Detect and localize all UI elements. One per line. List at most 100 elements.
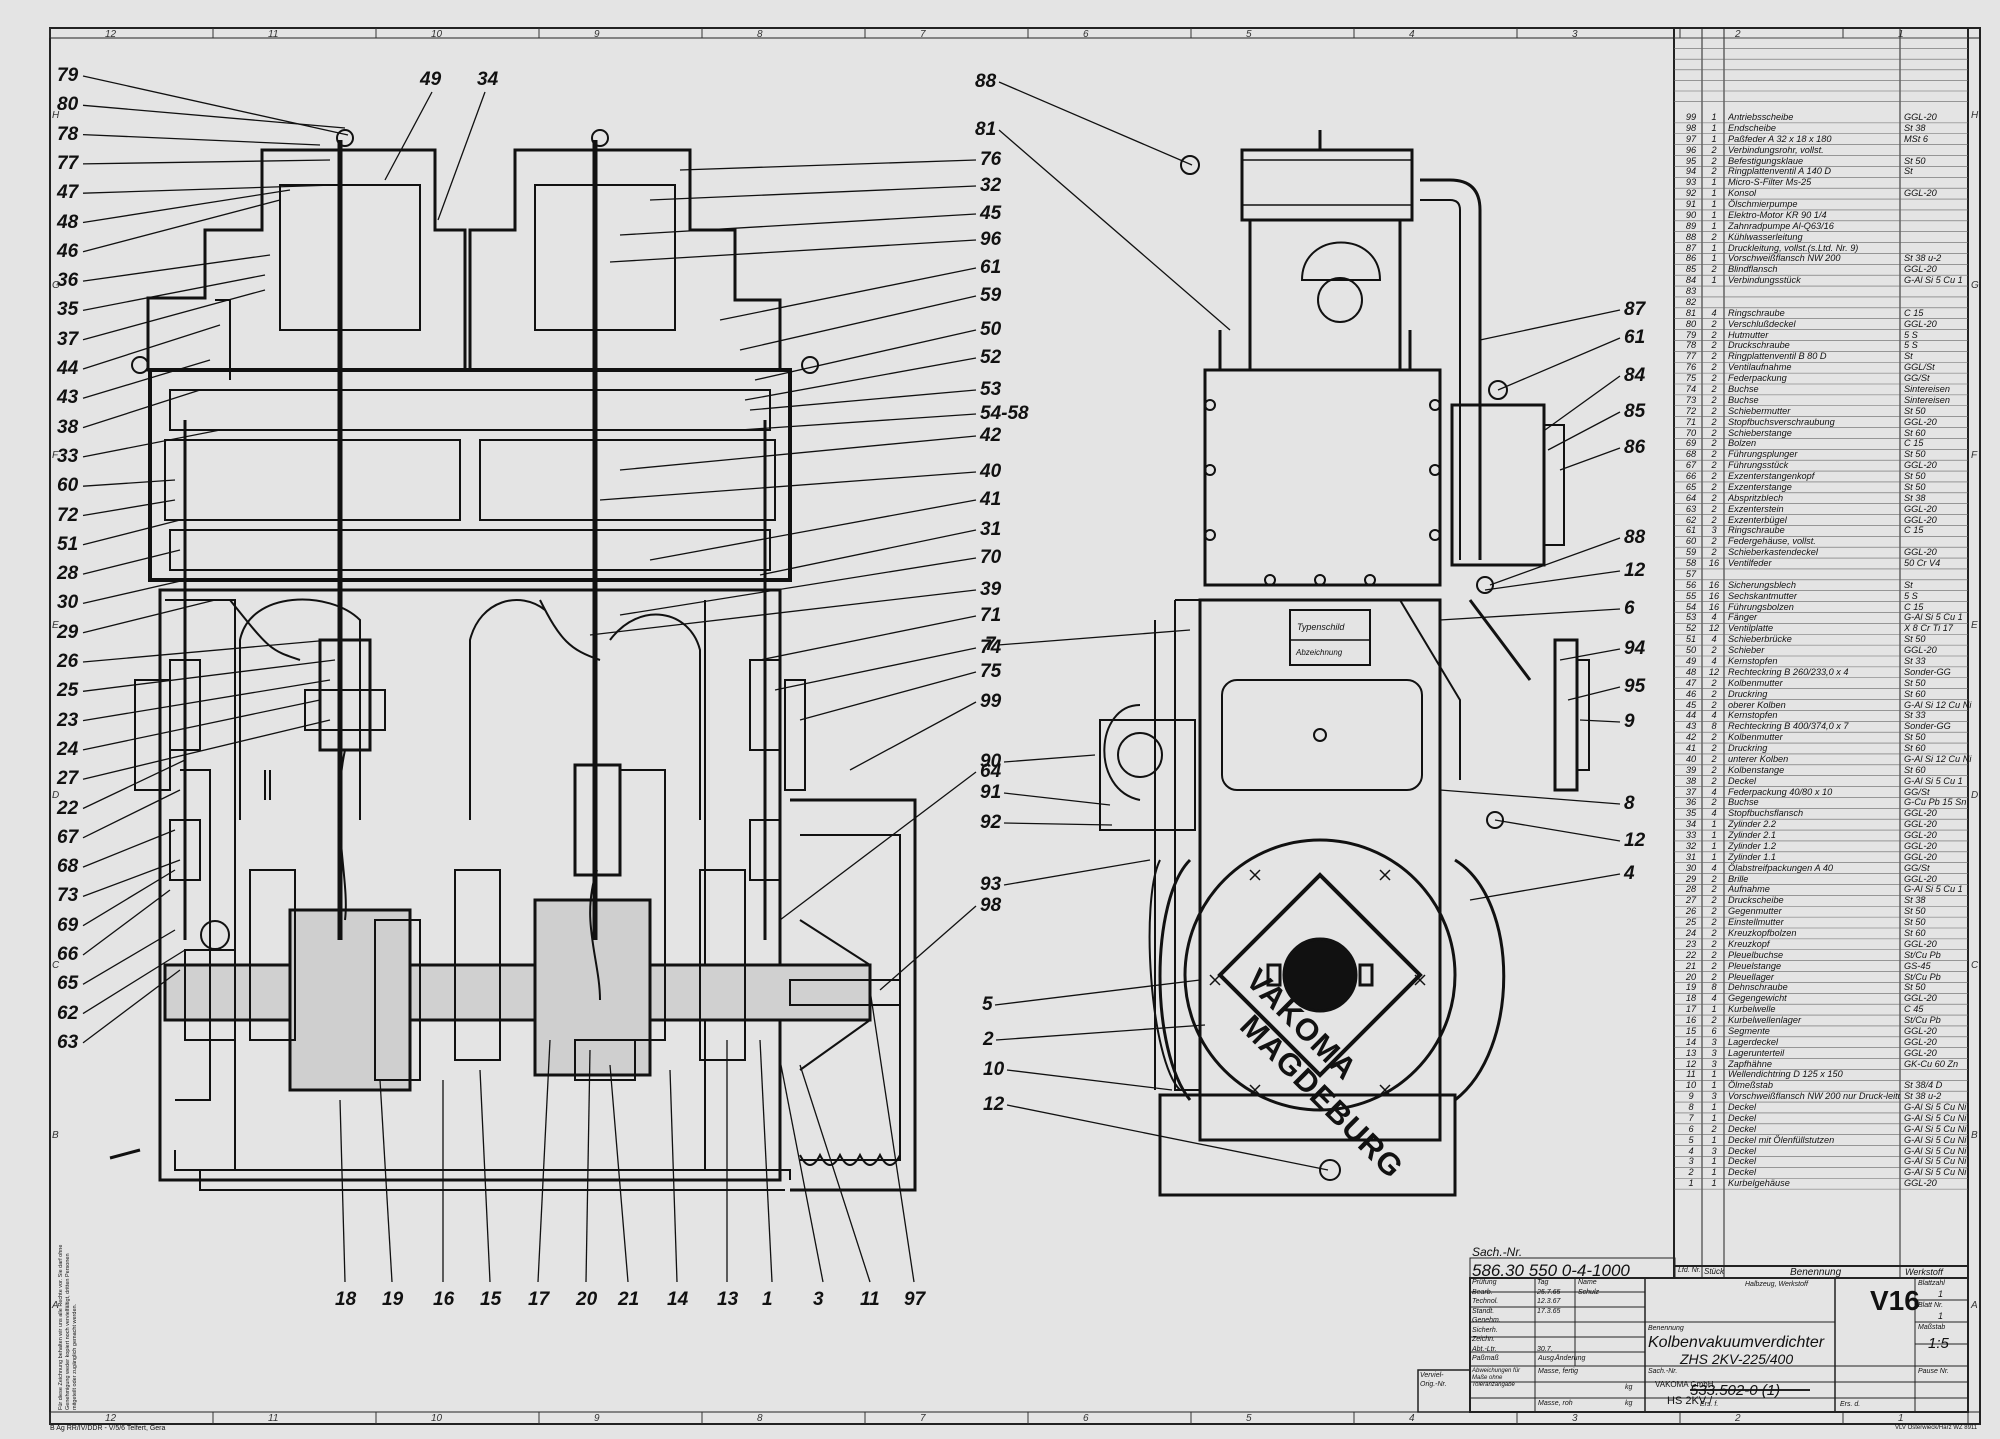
part-pos: 70 [1685, 427, 1697, 438]
grid-col-bottom-8: 8 [757, 1413, 763, 1424]
parts-header-pos: Lfd. Nr. [1678, 1267, 1701, 1274]
part-name: Führungsplunger [1728, 449, 1798, 460]
part-pos: 57 [1685, 568, 1697, 579]
part-pos: 11 [1686, 1069, 1696, 1080]
callout-48: 48 [57, 211, 79, 233]
part-qty: 16 [1708, 579, 1720, 590]
part-qty: 3 [1711, 1145, 1717, 1156]
crossed-number: 533.502-0 (1) [1690, 1382, 1781, 1399]
part-pos: 32 [1685, 840, 1697, 851]
part-name: Sechskantmutter [1728, 590, 1797, 601]
part-material: G-Al Si 12 Cu Ni [1904, 753, 1972, 764]
part-name: Führungsbolzen [1728, 601, 1794, 612]
part-qty: 1 [1711, 1112, 1717, 1123]
part-material: St 38 [1904, 122, 1926, 133]
part-material: St 33 [1904, 710, 1926, 721]
scale-value: 1:5 [1928, 1335, 1949, 1352]
callout-side-r-4: 4 [1624, 863, 1635, 884]
callout-44: 44 [57, 358, 79, 379]
callout-46: 46 [57, 240, 79, 262]
part-material: C 45 [1904, 1004, 1924, 1015]
callout-side-r-8: 8 [1624, 793, 1635, 814]
part-qty: 2 [1711, 427, 1717, 438]
drawing-title: Kolbenvakuumverdichter [1648, 1334, 1825, 1351]
part-qty: 12 [1708, 666, 1720, 677]
part-pos: 31 [1685, 851, 1697, 862]
part-qty: 2 [1711, 688, 1717, 699]
part-name: Endscheibe [1728, 122, 1777, 133]
part-pos: 91 [1685, 199, 1697, 210]
grid-col-bottom-3: 3 [1572, 1413, 1578, 1424]
callout-side-90: 90 [980, 751, 1002, 772]
part-qty: 3 [1711, 525, 1717, 536]
grid-col-bottom-9: 9 [594, 1413, 600, 1424]
part-pos: 76 [1685, 362, 1697, 373]
part-name: Ventilplatte [1728, 623, 1774, 634]
part-name: Fänger [1728, 612, 1758, 623]
part-material: St 60 [1904, 427, 1926, 438]
part-material: G-Al Si 5 Cu 1 [1904, 275, 1963, 286]
part-pos: 45 [1685, 699, 1697, 710]
callout-29: 29 [57, 621, 79, 643]
callout-35: 35 [57, 299, 79, 321]
part-pos: 34 [1685, 819, 1697, 830]
part-material: St 50 [1904, 982, 1926, 993]
passmass-label: Paßmaß [1472, 1355, 1499, 1362]
callout-24: 24 [57, 738, 79, 760]
approval-label: Technol. [1472, 1298, 1499, 1305]
part-pos: 72 [1685, 405, 1697, 416]
part-pos: 55 [1685, 590, 1697, 601]
part-material: GGL-20 [1904, 188, 1937, 199]
part-name: Schieberkastendeckel [1728, 547, 1818, 558]
part-qty: 2 [1711, 547, 1717, 558]
part-material: GGL-20 [1904, 840, 1937, 851]
part-name: Rechteckring B 260/233,0 x 4 [1728, 666, 1849, 677]
part-pos: 60 [1685, 536, 1697, 547]
callout-3: 3 [813, 1289, 824, 1310]
part-name: Elektro-Motor KR 90 1/4 [1728, 209, 1827, 220]
part-name: Wellendichtring D 125 x 150 [1728, 1069, 1843, 1080]
part-qty: 4 [1711, 786, 1717, 797]
callout-98: 98 [980, 895, 1002, 916]
part-qty: 2 [1711, 481, 1717, 492]
part-pos: 87 [1685, 242, 1697, 253]
callout-75: 75 [980, 661, 1002, 682]
callout-42: 42 [980, 425, 1002, 446]
part-pos: 30 [1685, 862, 1697, 873]
part-qty: 1 [1711, 177, 1717, 188]
callout-59: 59 [980, 285, 1002, 306]
part-name: Druckleitung, vollst.(s.Ltd. Nr. 9) [1728, 242, 1859, 253]
callout-99: 99 [980, 691, 1002, 712]
callout-73: 73 [57, 885, 79, 907]
part-material: G-Al Si 12 Cu Ni [1904, 699, 1972, 710]
part-qty: 2 [1711, 797, 1717, 808]
part-material: GGL-20 [1904, 1047, 1937, 1058]
part-qty: 4 [1711, 993, 1717, 1004]
callout-1: 1 [762, 1289, 773, 1310]
callout-11: 11 [860, 1289, 880, 1310]
callout-side-r-12: 12 [1624, 560, 1646, 581]
part-qty: 1 [1711, 133, 1717, 144]
part-name: Verschlußdeckel [1728, 318, 1796, 329]
